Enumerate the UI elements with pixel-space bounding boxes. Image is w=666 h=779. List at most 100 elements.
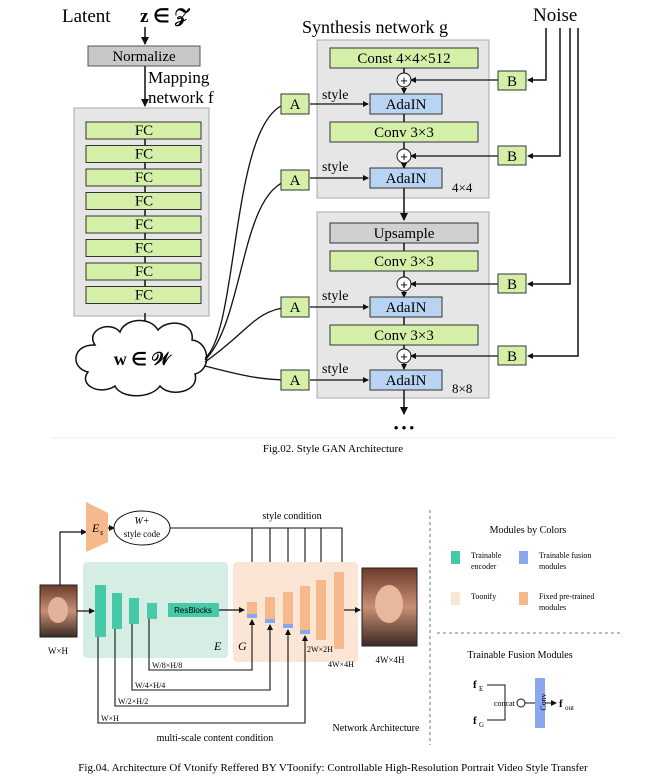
legend-label: Toonify (471, 592, 496, 601)
fusion-conv-box (535, 678, 545, 728)
fc-layer (85, 145, 202, 163)
noise-b-box (497, 145, 527, 166)
generator-layer (300, 586, 310, 632)
normalize-label: Normalize (112, 49, 176, 65)
conv-label-1: Conv 3×3 (374, 125, 434, 141)
legend-label: Trainable (471, 551, 502, 560)
generator-layer (283, 592, 293, 626)
fc-layer (85, 262, 202, 281)
fout-sub: out (565, 704, 574, 712)
adain-box-1 (369, 93, 443, 115)
fig4-caption: Fig.04. Architecture Of Vtonify Reffered… (78, 762, 588, 774)
concat-label: concat (494, 699, 516, 708)
affine-a-box (280, 296, 310, 318)
style-label-2: style (322, 160, 348, 175)
encoder-layer (95, 585, 106, 637)
mapping-network-panel (73, 107, 210, 317)
noise-b-label: B (507, 149, 517, 165)
fc-layer (85, 215, 202, 234)
fusion-title: Trainable Fusion Modules (467, 650, 572, 661)
svg-text:+: + (400, 349, 408, 364)
synthesis-title: Synthesis network g (302, 17, 448, 37)
adain-label-1: AdaIN (386, 97, 427, 113)
affine-a-label: A (290, 97, 301, 113)
legend-label-2: modules (539, 603, 566, 612)
generator-g-label: G (238, 639, 247, 653)
fout-label: f (559, 698, 563, 710)
res-w2-label: W/2×H/2 (118, 697, 148, 706)
noise-b-label: B (507, 349, 517, 365)
network-arch-label: Network Architecture (333, 723, 420, 734)
output-res-label: 4W×4H (375, 655, 405, 665)
affine-a-box (280, 369, 310, 391)
fc-layer (85, 239, 202, 257)
fg-label: f (473, 715, 477, 727)
b-boxes: B B B B (497, 70, 527, 366)
fc-layer (85, 286, 202, 304)
affine-a-label: A (290, 373, 301, 389)
style-label-3: style (322, 289, 348, 304)
input-res-label: W×H (48, 646, 69, 656)
noise-b-box (497, 70, 527, 91)
legend-swatch (519, 592, 528, 605)
legend-label: Trainable fusion (539, 551, 591, 560)
fusion-conv-label: Conv (539, 693, 548, 710)
adain-box-4 (369, 369, 443, 391)
continuation-dots: • • • (394, 420, 415, 435)
noise-b-label: B (507, 74, 517, 90)
adain-box-3 (369, 296, 443, 318)
fc-layer (85, 192, 202, 210)
fc-layer-label: FC (135, 241, 153, 257)
legend-label-2: modules (539, 562, 566, 571)
affine-a-label: A (290, 173, 301, 189)
fc-layer-label: FC (135, 123, 153, 139)
encoder-layer (147, 603, 157, 619)
res-4x4-label: 4×4 (452, 180, 473, 195)
style-condition-label: style condition (262, 511, 321, 522)
encoder-layer (129, 598, 139, 624)
fe-label: f (473, 679, 477, 691)
generator-layer (265, 597, 275, 621)
encoder-e-label: E (213, 639, 222, 653)
encoder-es (86, 502, 108, 552)
conv-label-2: Conv 3×3 (374, 254, 434, 270)
fusion-module (300, 630, 310, 634)
concat-node (516, 698, 526, 708)
const-label: Const 4×4×512 (357, 51, 450, 67)
mapping-label-1: Mapping (148, 68, 210, 87)
adain-label-3: AdaIN (386, 300, 427, 316)
noise-b-label: B (507, 277, 517, 293)
legend-title: Modules by Colors (490, 525, 567, 536)
legend-label-2: encoder (471, 562, 497, 571)
legend-swatch (451, 551, 460, 564)
affine-a-box (280, 169, 310, 191)
stylegan-figure: Latent z ∈ 𝒵 Normalize Mapping network f… (52, 5, 614, 455)
legend-swatch (451, 592, 460, 605)
encoder-es-sub: s (100, 528, 103, 537)
legend-swatch (519, 551, 528, 564)
fusion-module (247, 614, 257, 618)
fusion-module (265, 619, 275, 623)
multiscale-label: multi-scale content condition (157, 733, 274, 744)
noise-b-box (497, 273, 527, 294)
encoder-es-label: E (91, 521, 100, 535)
adain-box-2 (369, 167, 443, 189)
res-2w-label: 2W×2H (307, 645, 333, 654)
fusion-module (283, 624, 293, 628)
res-wxh-label: W×H (101, 714, 119, 723)
fc-layer-label: FC (135, 288, 153, 304)
conv-label-3: Conv 3×3 (374, 328, 434, 344)
adain-label-4: AdaIN (386, 373, 427, 389)
style-code-label: style code (124, 529, 160, 539)
fc-layer-label: FC (135, 194, 153, 210)
svg-text:+: + (400, 149, 408, 164)
affine-a-box (280, 93, 310, 115)
generator-g-panel (233, 562, 358, 662)
adain-label-2: AdaIN (386, 171, 427, 187)
fc-layer-label: FC (135, 147, 153, 163)
style-label-4: style (322, 362, 348, 377)
legend-label: Fixed pre-trained (539, 592, 594, 601)
